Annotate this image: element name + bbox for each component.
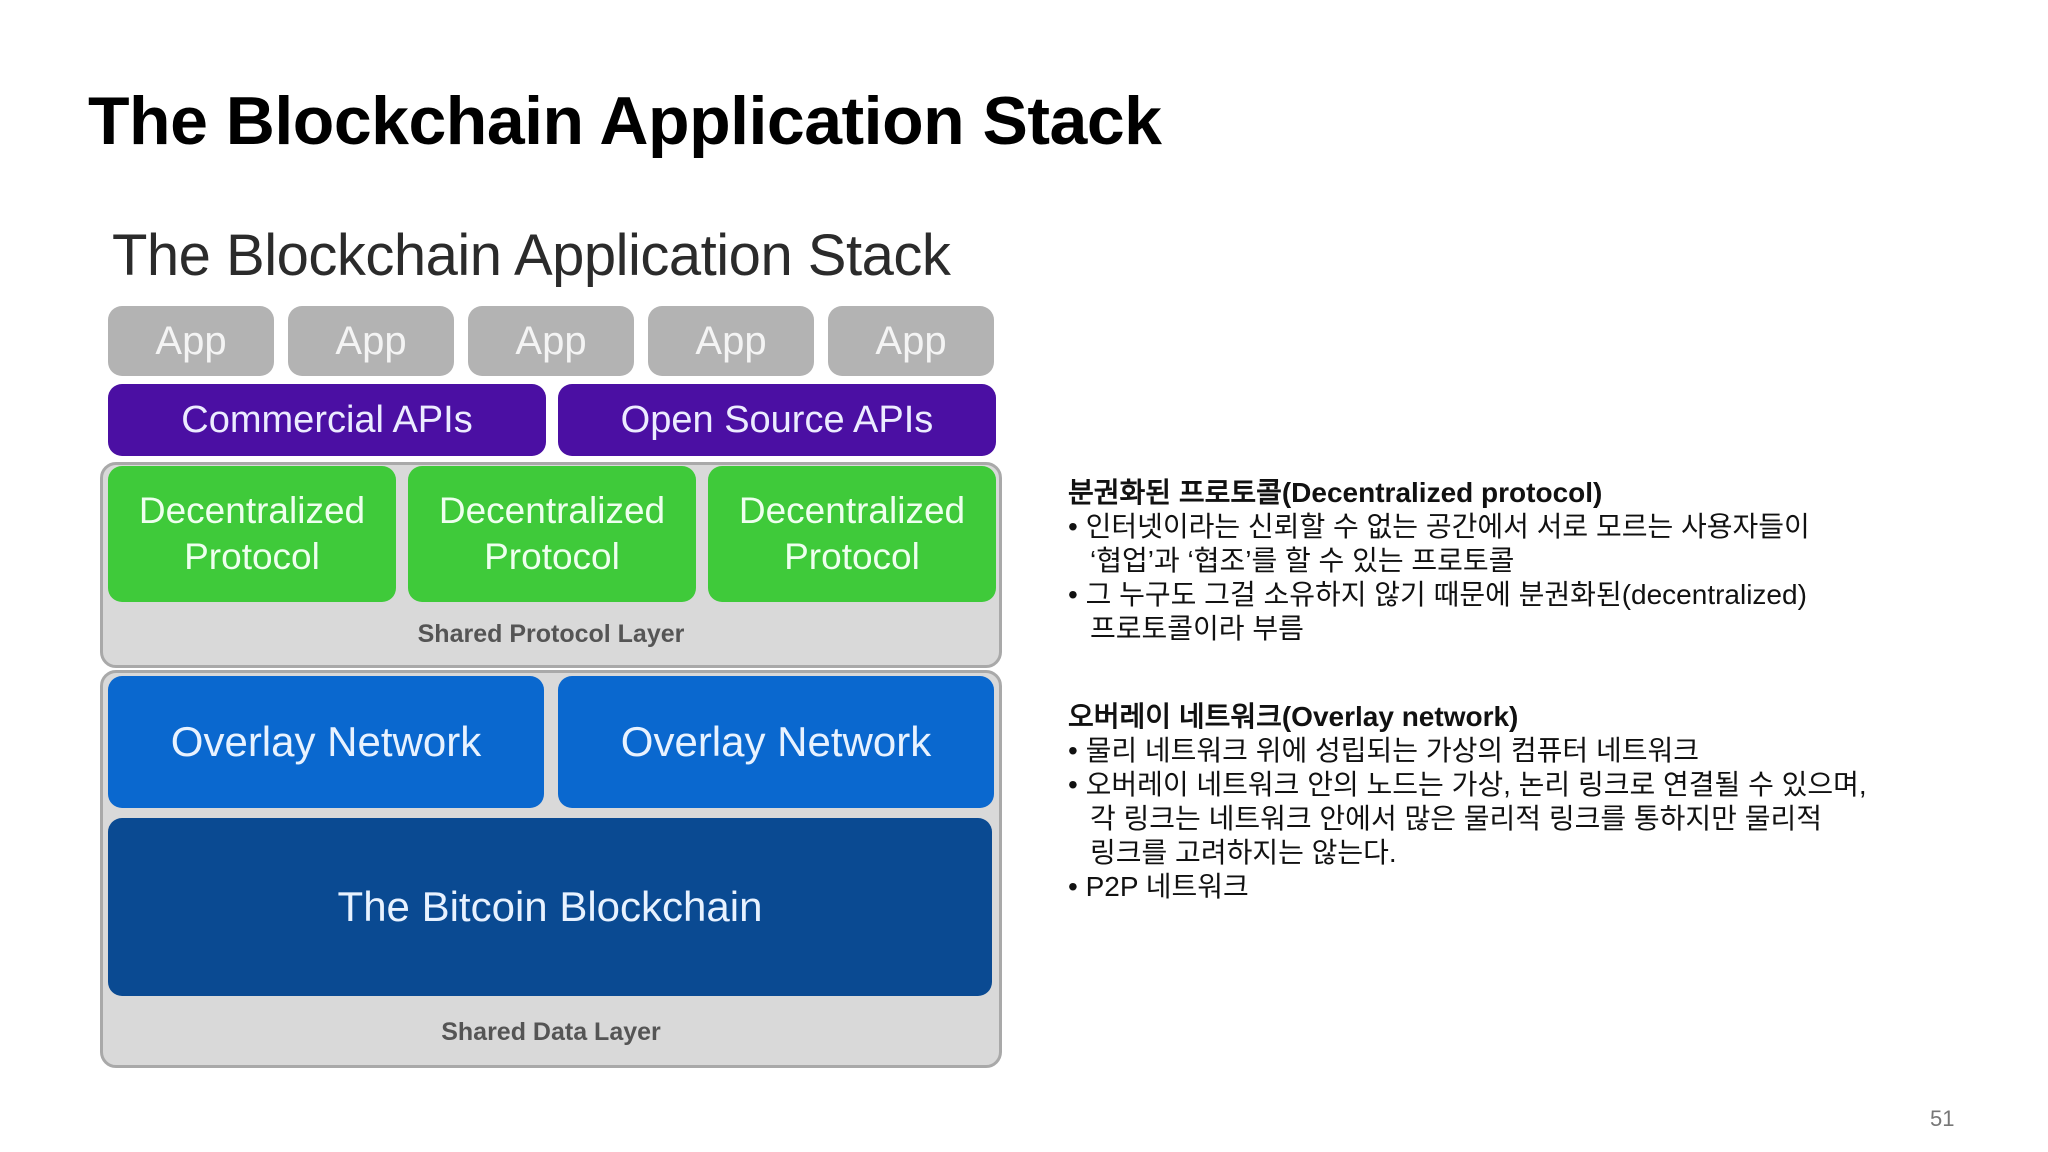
- shared-protocol-layer-label: Shared Protocol Layer: [417, 620, 685, 648]
- protocol-note-line: ‘협업’과 ‘협조’를 할 수 있는 프로토콜: [1090, 545, 1515, 576]
- overlay-note-line: • P2P 네트워크: [1068, 871, 1249, 902]
- protocol-notes-heading: 분권화된 프로토콜(Decentralized protocol): [1068, 477, 1603, 508]
- overlay-network-box: Overlay Network: [108, 676, 544, 808]
- protocol-notes: 분권화된 프로토콜(Decentralized protocol) • 인터넷이…: [1068, 476, 1810, 646]
- open-source-apis-box: Open Source APIs: [558, 384, 996, 456]
- app-box: App: [108, 306, 274, 376]
- diagram-title: The Blockchain Application Stack: [112, 223, 951, 288]
- overlay-network-box: Overlay Network: [558, 676, 994, 808]
- page-number: 51: [1930, 1106, 1955, 1131]
- bitcoin-blockchain-box: The Bitcoin Blockchain: [108, 818, 992, 996]
- overlay-note-line: • 오버레이 네트워크 안의 노드는 가상, 논리 링크로 연결될 수 있으며,: [1068, 769, 1867, 800]
- shared-data-layer-label: Shared Data Layer: [441, 1018, 661, 1046]
- protocol-note-line: • 그 누구도 그걸 소유하지 않기 때문에 분권화된(decentralize…: [1068, 579, 1807, 610]
- overlay-note-line: • 물리 네트워크 위에 성립되는 가상의 컴퓨터 네트워크: [1068, 735, 1699, 766]
- overlay-notes: 오버레이 네트워크(Overlay network) • 물리 네트워크 위에 …: [1068, 700, 1867, 904]
- overlay-notes-heading: 오버레이 네트워크(Overlay network): [1068, 701, 1519, 732]
- overlay-note-line: 링크를 고려하지는 않는다.: [1090, 837, 1397, 868]
- app-box: App: [288, 306, 454, 376]
- app-box: App: [648, 306, 814, 376]
- protocol-note-line: • 인터넷이라는 신뢰할 수 없는 공간에서 서로 모르는 사용자들이: [1068, 511, 1810, 542]
- app-box: App: [828, 306, 994, 376]
- overlay-note-line: 각 링크는 네트워크 안에서 많은 물리적 링크를 통하지만 물리적: [1090, 803, 1822, 834]
- slide-title: The Blockchain Application Stack: [88, 83, 1162, 159]
- commercial-apis-box: Commercial APIs: [108, 384, 546, 456]
- app-box: App: [468, 306, 634, 376]
- protocol-note-line: 프로토콜이라 부름: [1090, 613, 1304, 644]
